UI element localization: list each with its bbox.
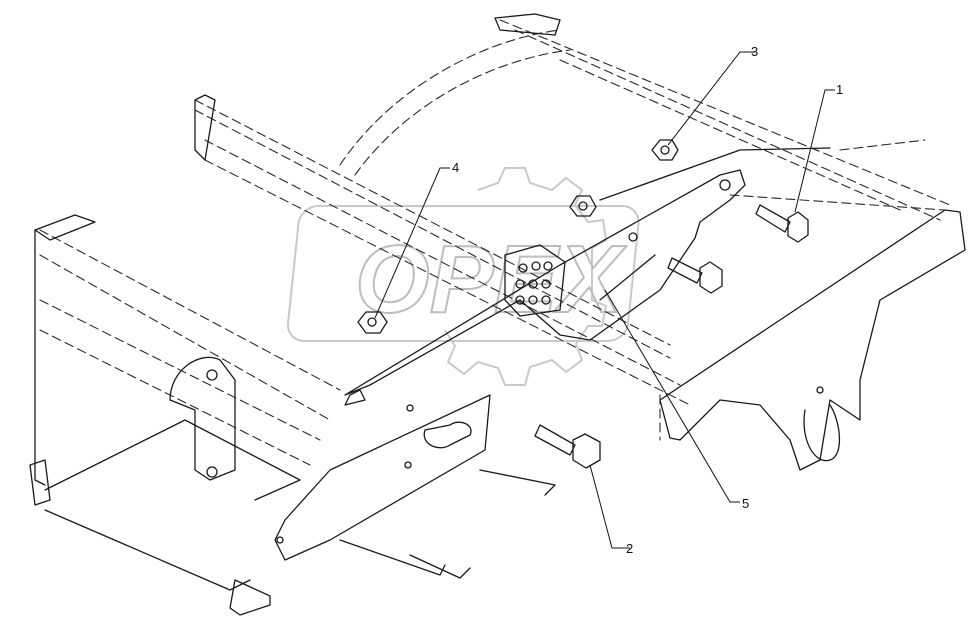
watermark-gear xyxy=(444,167,608,386)
frame-arc xyxy=(339,13,951,221)
callout-leaders xyxy=(374,51,835,549)
bolt-part-2 xyxy=(534,424,601,469)
callout-3: 3 xyxy=(751,44,758,59)
callout-2: 2 xyxy=(626,541,633,556)
callout-5: 5 xyxy=(742,496,749,511)
frame-left xyxy=(29,214,341,616)
leader-5 xyxy=(604,289,740,503)
nut-upper xyxy=(569,195,597,217)
frame-lug xyxy=(169,356,236,481)
leader-1 xyxy=(794,89,835,213)
leader-2 xyxy=(589,464,630,549)
opex-watermark: OPEX xyxy=(286,167,640,386)
nut-part-3 xyxy=(651,139,679,161)
bolt-middle xyxy=(667,257,723,294)
chain-block xyxy=(504,244,566,317)
frame-right-plate xyxy=(659,139,966,471)
leader-3 xyxy=(667,51,755,146)
bolt-part-1 xyxy=(755,204,809,243)
frame-rear xyxy=(194,94,691,406)
callout-1: 1 xyxy=(836,82,843,97)
bracket-part-5 xyxy=(344,147,831,406)
nut-part-4 xyxy=(357,311,388,334)
callout-4: 4 xyxy=(452,160,459,175)
leader-4 xyxy=(374,167,450,319)
frame-cross-member xyxy=(274,394,556,579)
